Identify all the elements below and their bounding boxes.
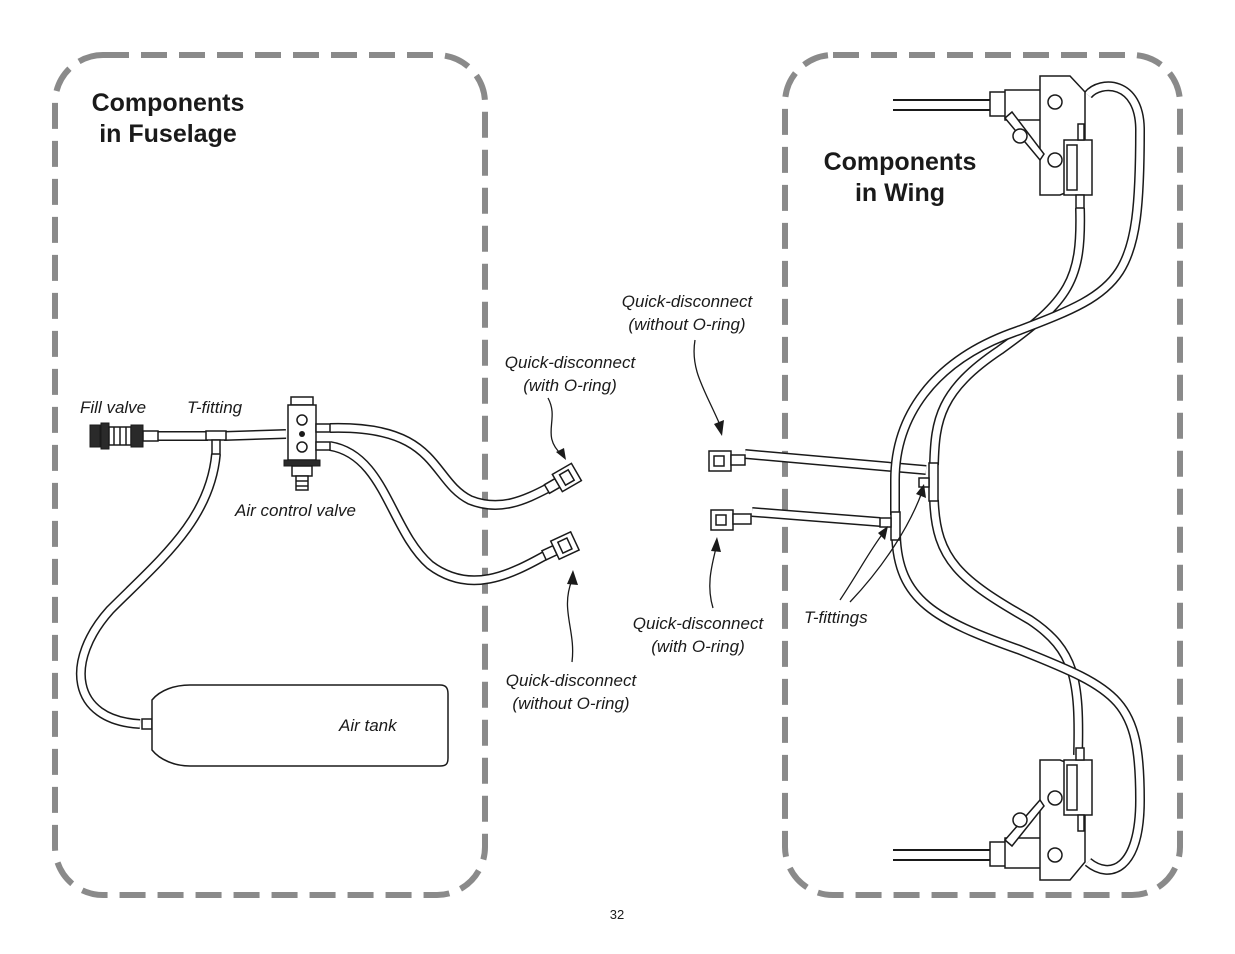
wing-pointer-arrows bbox=[693, 339, 926, 609]
air-control-valve-label: Air control valve bbox=[234, 501, 356, 520]
fuselage-qd-without-oring-label-line1: Quick-disconnect bbox=[506, 671, 638, 690]
air-control-valve bbox=[283, 396, 331, 491]
fuselage-t-fitting bbox=[205, 430, 227, 455]
fuselage-pointer-arrows bbox=[547, 397, 578, 663]
wing-t-fitting-lower bbox=[879, 511, 901, 541]
fuselage-hoses bbox=[75, 422, 551, 729]
wing-hoses bbox=[744, 81, 1146, 875]
wing-t-fittings-label: T-fittings bbox=[804, 608, 868, 627]
fuselage-qd-with-oring-label-line1: Quick-disconnect bbox=[505, 353, 637, 372]
air-tank bbox=[141, 684, 449, 767]
wing-qd-with-oring-label-line2: (with O-ring) bbox=[651, 637, 745, 656]
fuselage-title-line1: Components bbox=[92, 89, 245, 117]
wing-quick-disconnect-without-oring bbox=[708, 450, 746, 472]
page-number: 32 bbox=[610, 907, 624, 922]
wing-title-line2: in Wing bbox=[855, 179, 945, 207]
wing-qd-without-oring-label-line2: (without O-ring) bbox=[628, 315, 745, 334]
fuselage-quick-disconnect-with-oring bbox=[543, 462, 583, 495]
wing-region-box bbox=[782, 52, 1183, 898]
fuselage-region-box bbox=[52, 52, 488, 898]
upper-wing-servo-assembly bbox=[893, 75, 1093, 209]
fuselage-qd-without-oring-label-line2: (without O-ring) bbox=[512, 694, 629, 713]
wing-t-fitting-upper bbox=[918, 462, 939, 502]
t-fitting-label: T-fitting bbox=[187, 398, 243, 417]
wing-qd-without-oring-label-line1: Quick-disconnect bbox=[622, 292, 754, 311]
wing-title-line1: Components bbox=[824, 148, 977, 176]
fill-valve bbox=[89, 422, 159, 450]
fuselage-quick-disconnect-without-oring bbox=[540, 530, 581, 561]
lower-wing-servo-assembly bbox=[893, 747, 1093, 881]
fill-valve-label: Fill valve bbox=[80, 398, 146, 417]
fuselage-title-line2: in Fuselage bbox=[99, 120, 237, 148]
wing-qd-with-oring-label-line1: Quick-disconnect bbox=[633, 614, 765, 633]
air-tank-label: Air tank bbox=[338, 716, 398, 735]
fuselage-qd-with-oring-label-line2: (with O-ring) bbox=[523, 376, 617, 395]
wing-quick-disconnect-with-oring bbox=[710, 509, 752, 531]
